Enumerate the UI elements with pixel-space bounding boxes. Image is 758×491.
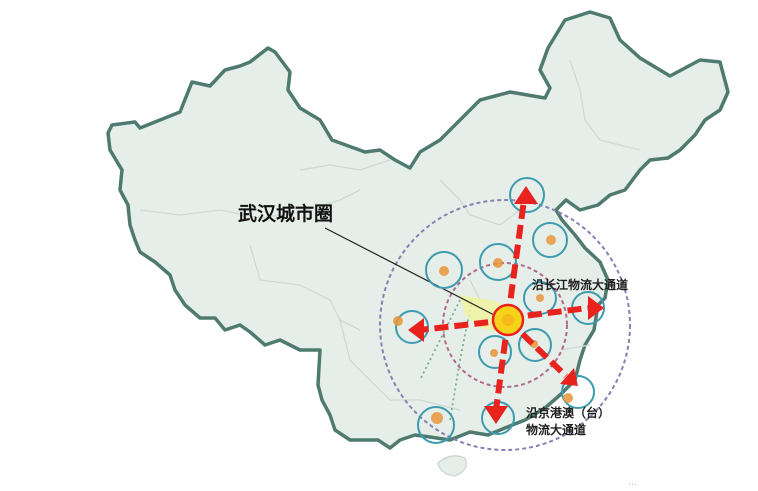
arrow-head-east <box>588 296 604 320</box>
beijing-hk-corridor-label-line2: 物流大通道 <box>526 423 587 437</box>
arrow-head-north <box>514 186 538 204</box>
green-dotted-links <box>419 299 473 421</box>
arrow-heads <box>408 186 604 424</box>
arrow-head-west <box>408 318 424 342</box>
leader-line <box>324 227 501 319</box>
outer-ring <box>379 199 631 451</box>
wuhan-city-circle-label: 武汉城市圈 <box>238 203 334 225</box>
node-circles <box>395 177 605 444</box>
watermark: … <box>628 478 637 488</box>
arrow-head-south <box>484 406 508 424</box>
hainan-island <box>437 455 467 477</box>
inner-ring <box>442 262 568 388</box>
china-outline <box>106 10 730 450</box>
province-boundaries <box>139 59 641 411</box>
wuhan-hub-core <box>502 314 514 326</box>
yangtze-corridor-label: 沿长江物流大通道 <box>532 278 629 292</box>
node-dots <box>393 235 573 424</box>
arrow-head-southeast <box>560 368 578 386</box>
beijing-hk-corridor-label-line1: 沿京港澳（台） <box>526 406 611 420</box>
